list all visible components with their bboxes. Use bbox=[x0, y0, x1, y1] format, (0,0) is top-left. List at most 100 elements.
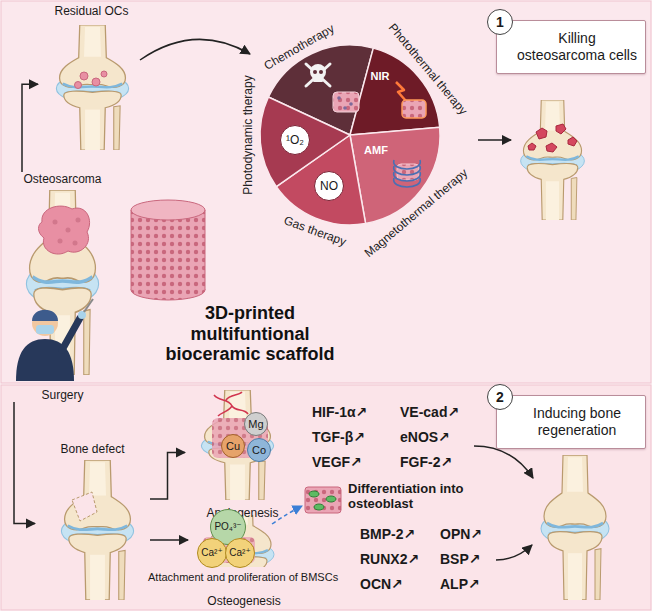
knee-bone bbox=[56, 25, 128, 150]
node-text: Surgery bbox=[41, 388, 83, 402]
node-text: 1 bbox=[496, 15, 504, 29]
drug-dots bbox=[337, 96, 353, 110]
cell-fragment bbox=[568, 137, 577, 146]
lightning-icon bbox=[396, 82, 406, 101]
flow-arrow bbox=[474, 446, 533, 478]
marker-label: ALP↗ bbox=[440, 576, 480, 592]
surgeon-figure bbox=[16, 299, 93, 381]
flow-connector bbox=[150, 539, 188, 541]
node-text: Co bbox=[252, 445, 266, 456]
knee-panel: OsteosarcomaSurgery bbox=[10, 172, 115, 402]
skull-icon bbox=[306, 64, 330, 86]
therapy-label: Photodynamic therapy bbox=[241, 75, 255, 194]
flow-connector bbox=[150, 453, 185, 500]
blood-vessels bbox=[214, 392, 248, 416]
knee-panel: OsteogenesisPO₄³⁻Ca²⁺Ca²⁺ bbox=[188, 512, 300, 608]
marker-label: BMP-2↗ bbox=[360, 526, 415, 542]
node-text: Cu bbox=[226, 441, 240, 452]
species-circle: NO bbox=[314, 171, 344, 201]
cell-fragment bbox=[528, 143, 536, 150]
osteoblast bbox=[309, 491, 319, 497]
scaffold-piece bbox=[402, 100, 426, 118]
flow-arrow bbox=[496, 545, 532, 560]
node-text: NO bbox=[320, 180, 338, 192]
bone-defect bbox=[72, 492, 97, 521]
drug-dot bbox=[337, 96, 341, 100]
node-text: Mg bbox=[248, 419, 263, 430]
node-text: Inducing bone regeneration bbox=[517, 405, 637, 439]
tumor-dot bbox=[53, 220, 58, 225]
scaffold-piece bbox=[397, 164, 419, 180]
knee-panel: Residual OCs bbox=[38, 4, 145, 150]
node-text: Osteosarcoma bbox=[23, 172, 101, 186]
callout-number: 1 bbox=[487, 9, 513, 35]
marker-label: OPN↗ bbox=[440, 526, 482, 542]
drug-dot bbox=[343, 106, 347, 110]
knee-bone bbox=[201, 390, 273, 500]
tumor-texture bbox=[53, 218, 81, 246]
marker-label: VEGF↗ bbox=[312, 454, 362, 470]
scaffold-cylinder bbox=[131, 200, 205, 300]
knee-bone bbox=[521, 100, 585, 220]
node-text: Osteogenesis bbox=[207, 594, 280, 608]
cell-fragment bbox=[556, 124, 566, 134]
species-circle: ¹O₂ bbox=[280, 125, 310, 155]
skull-eye bbox=[313, 70, 317, 74]
node-text: 2 bbox=[496, 390, 504, 404]
skull-jaw bbox=[313, 76, 323, 82]
scalpel bbox=[84, 299, 93, 312]
surgeon-arm bbox=[62, 318, 80, 350]
flow-arrows bbox=[140, 39, 533, 560]
surgeon-cap bbox=[32, 310, 58, 321]
knee-bone bbox=[61, 460, 133, 600]
top-panel bbox=[1, 1, 651, 383]
residual-cells bbox=[75, 71, 108, 89]
ion-circle: Ca²⁺ bbox=[225, 538, 255, 568]
ion-circle: Mg bbox=[244, 412, 268, 436]
goal-box: Killing osteosarcoma cells1 bbox=[496, 20, 646, 74]
tumor bbox=[39, 206, 90, 254]
cell-fragment bbox=[546, 143, 557, 152]
tumor-dot bbox=[73, 241, 78, 246]
crossbones bbox=[306, 64, 330, 86]
skull-eye bbox=[319, 70, 323, 74]
flow-arrow bbox=[140, 39, 250, 60]
scaffold-title: 3D-printed multifuntional bioceramic sca… bbox=[150, 303, 350, 365]
goal-box: Inducing bone regeneration2 bbox=[496, 395, 646, 449]
ion-circle: Co bbox=[247, 438, 271, 462]
marker-label: eNOS↗ bbox=[400, 429, 450, 445]
knee-bone bbox=[541, 455, 609, 600]
osteoblast-cells bbox=[309, 491, 336, 510]
coil-icon bbox=[394, 160, 421, 187]
node-text: Ca²⁺ bbox=[229, 548, 250, 558]
tumor-dot bbox=[66, 228, 71, 233]
osteoblast bbox=[326, 496, 336, 502]
tumor-cell bbox=[75, 82, 82, 89]
node-text: Ca²⁺ bbox=[201, 548, 222, 558]
therapy-pie bbox=[260, 45, 440, 225]
process-label: Attachment and proliferation of BMSCs bbox=[148, 571, 338, 583]
dead-tumor-cells bbox=[528, 124, 577, 152]
scaffold-side bbox=[131, 210, 205, 290]
flow-connector bbox=[22, 84, 38, 172]
ion-circle: Ca²⁺ bbox=[197, 538, 227, 568]
energy-label: AMF bbox=[364, 144, 388, 156]
scaffold-piece bbox=[333, 92, 359, 112]
marker-label: HIF-1α↗ bbox=[312, 404, 367, 420]
surgeon-mask bbox=[36, 325, 54, 334]
marker-label: TGF-β↗ bbox=[312, 429, 365, 445]
tumor-cell bbox=[92, 78, 100, 86]
drug-dot bbox=[349, 102, 353, 106]
tumor-dot bbox=[76, 218, 81, 223]
cell-fragment bbox=[536, 128, 547, 139]
scaffold-body bbox=[131, 210, 205, 290]
marker-label: FGF-2↗ bbox=[400, 454, 452, 470]
flow-connector bbox=[14, 402, 35, 524]
surgeon-head bbox=[32, 310, 58, 336]
marker-label: OCN↗ bbox=[360, 576, 403, 592]
scaffold-top bbox=[131, 200, 205, 220]
knee-panel: AngiogenesisMgCuCo bbox=[185, 385, 300, 520]
tumor-dot bbox=[58, 239, 63, 244]
